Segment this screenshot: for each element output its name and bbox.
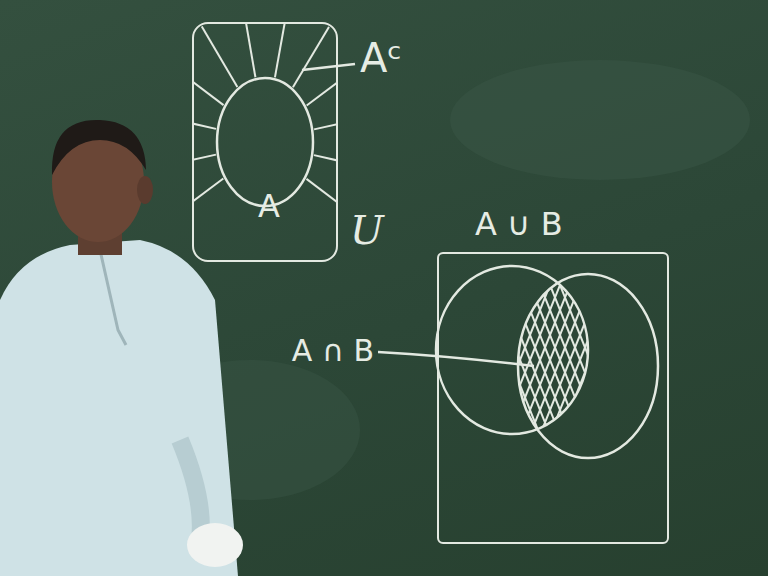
shirt-fold — [100, 250, 126, 345]
hatch-line — [560, 260, 640, 460]
leader-line — [378, 352, 534, 366]
hatch-line — [314, 155, 336, 180]
hatch-line — [590, 260, 670, 460]
hatch-line — [530, 260, 610, 460]
hatch-line — [540, 260, 620, 460]
hatch-line — [530, 260, 610, 460]
universe-box: A ∪ B — [437, 252, 669, 544]
hatch-line — [580, 260, 660, 460]
hatch-line — [234, 24, 255, 77]
hatch-line — [520, 260, 600, 460]
leader-line — [302, 64, 355, 70]
hatch-line — [307, 37, 336, 106]
duster-cloth — [187, 523, 243, 567]
hatch-line — [293, 24, 336, 87]
hatch-line — [480, 260, 560, 460]
hatch-line — [480, 260, 560, 460]
set-letter: A — [258, 190, 280, 222]
hatch-line — [194, 178, 223, 247]
universe-box: A — [192, 22, 338, 262]
hatch-line — [550, 260, 630, 460]
hatch-line — [500, 260, 580, 460]
hatch-line — [550, 260, 630, 460]
chalk-smudge — [450, 60, 750, 180]
hatch-line — [194, 24, 237, 87]
hatch-line — [194, 104, 216, 129]
hatch-line — [570, 260, 650, 460]
hatch-line — [560, 260, 640, 460]
hatch-line — [570, 260, 650, 460]
hatch-line — [520, 260, 600, 460]
hatch-line — [580, 260, 660, 460]
person-hair — [52, 120, 146, 175]
set-circle — [217, 78, 313, 206]
hatch-line — [490, 260, 570, 460]
person-ear — [137, 176, 153, 204]
hatch-line — [275, 24, 297, 77]
hatch-line — [194, 155, 216, 179]
hatch-line — [510, 260, 590, 460]
hatch-line — [314, 106, 336, 130]
hatch-line — [490, 260, 570, 460]
hatch-line — [500, 260, 580, 460]
person-arm — [180, 440, 201, 540]
hatch-line — [194, 36, 224, 105]
universe-label: U — [350, 210, 384, 250]
set-circle — [518, 274, 658, 458]
hatch-line — [590, 260, 670, 460]
intersection-label: A ∩ B — [292, 336, 374, 366]
hatch-line — [306, 179, 336, 248]
complement-hatching — [194, 24, 336, 248]
hatch-line — [510, 260, 590, 460]
hatch-line — [540, 260, 620, 460]
box-heading: A ∪ B — [475, 208, 563, 240]
complement-label: Aᶜ — [360, 38, 402, 78]
